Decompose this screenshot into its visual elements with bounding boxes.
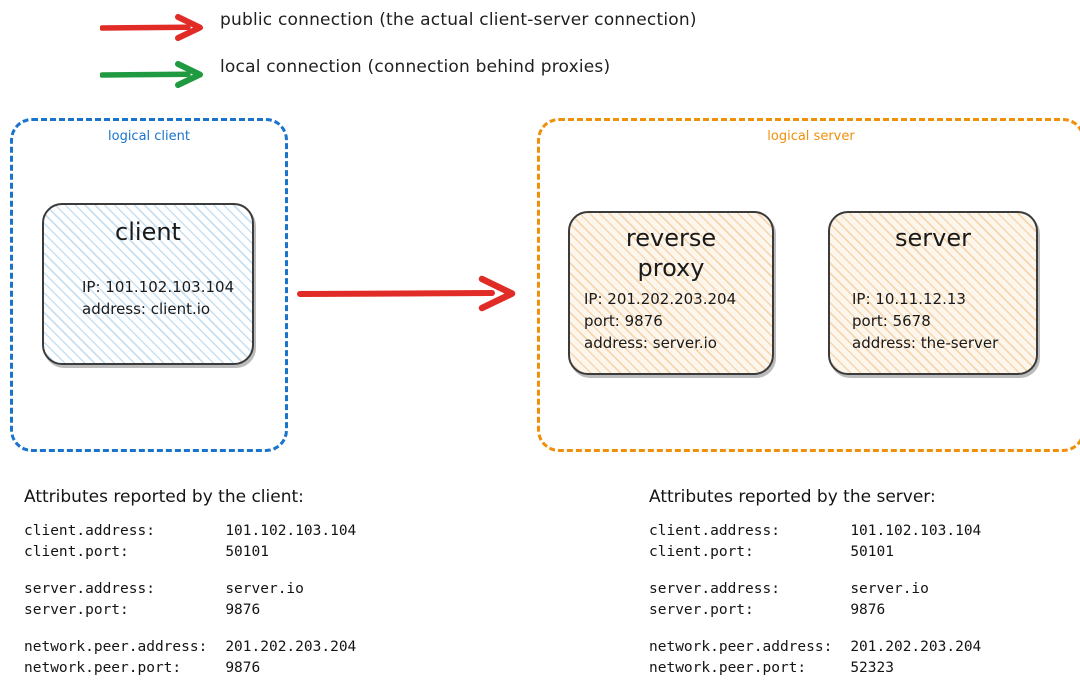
node-client-title: client (115, 218, 181, 246)
attr-value: 50101 (225, 544, 269, 561)
node-reverse-proxy-attr-address: address: server.io (584, 333, 717, 352)
attr-key: server.port: (649, 602, 754, 619)
legend-item-local: local connection (connection behind prox… (100, 57, 800, 91)
row-spacer (24, 563, 356, 579)
attr-key: server.address: (24, 581, 155, 598)
node-server-attr-port: port: 5678 (852, 311, 931, 330)
table-row: server.address: server.io (649, 579, 981, 600)
logical-server-zone: logical server (537, 118, 1080, 452)
attr-value: 101.102.103.104 (850, 523, 982, 539)
server-report-title: Attributes reported by the server: (649, 487, 936, 507)
client-report-title: Attributes reported by the client: (24, 487, 304, 507)
client-report-table: client.address: 101.102.103.104 client.p… (24, 521, 356, 679)
row-spacer (649, 621, 981, 637)
node-client-attr-address: address: client.io (82, 299, 211, 318)
attr-value: server.io (225, 581, 304, 598)
node-server-attr-address: address: the-server (852, 333, 999, 352)
client-attributes-report: Attributes reported by the client: clien… (24, 487, 356, 679)
table-row: client.port: 50101 (24, 542, 356, 563)
legend-item-public: public connection (the actual client-ser… (100, 10, 800, 44)
node-reverse-proxy-attr-port: port: 9876 (584, 311, 663, 330)
logical-client-zone: logical client (10, 118, 288, 452)
table-row: client.address: 101.102.103.104 (649, 521, 981, 542)
attr-key: client.address: (649, 523, 780, 539)
red-arrow-icon (100, 14, 203, 41)
row-spacer (649, 563, 981, 579)
attr-key: server.address: (649, 581, 780, 598)
table-row: client.port: 50101 (649, 542, 981, 563)
server-report-table: client.address: 101.102.103.104 client.p… (649, 521, 981, 679)
node-server-attr-ip: IP: 10.11.12.13 (852, 290, 966, 308)
table-row: client.address: 101.102.103.104 (24, 521, 356, 542)
attr-value: 9876 (850, 602, 886, 619)
node-reverse-proxy-attrs: IP: 201.202.203.204 port: 9876 address: … (584, 289, 736, 354)
attr-key: network.peer.port: (24, 660, 182, 677)
node-client-attr-ip: IP: 101.102.103.104 (82, 278, 235, 296)
attr-key: client.address: (24, 523, 155, 539)
node-server[interactable]: server IP: 10.11.12.13 port: 5678 addres… (828, 211, 1038, 375)
attr-key: network.peer.port: (649, 660, 807, 677)
table-row: server.port: 9876 (649, 600, 981, 621)
table-row: network.peer.address: 201.202.203.204 (24, 637, 356, 658)
node-client-attrs: IP: 101.102.103.104 address: client.io (82, 277, 234, 321)
attr-key: network.peer.address: (24, 639, 208, 656)
node-client[interactable]: client IP: 101.102.103.104 address: clie… (42, 203, 254, 365)
attr-value: server.io (850, 581, 929, 598)
legend-label-local: local connection (connection behind prox… (220, 57, 611, 77)
node-reverse-proxy[interactable]: reverse proxy IP: 201.202.203.204 port: … (568, 211, 774, 375)
attr-value: 9876 (225, 602, 261, 619)
attr-key: client.port: (24, 544, 129, 561)
public-connection-arrow (297, 275, 516, 312)
table-row: network.peer.port: 52323 (649, 658, 981, 679)
server-attributes-report: Attributes reported by the server: clien… (649, 487, 981, 679)
node-reverse-proxy-attr-ip: IP: 201.202.203.204 (584, 290, 737, 308)
logical-server-label: logical server (767, 129, 855, 144)
green-arrow-icon (100, 61, 203, 88)
logical-client-label: logical client (108, 129, 190, 144)
table-row: network.peer.port: 9876 (24, 658, 356, 679)
attr-key: network.peer.address: (649, 639, 833, 656)
attr-value: 50101 (850, 544, 894, 561)
attr-value: 201.202.203.204 (850, 639, 982, 656)
table-row: server.address: server.io (24, 579, 356, 600)
node-server-attrs: IP: 10.11.12.13 port: 5678 address: the-… (852, 289, 998, 354)
legend-label-public: public connection (the actual client-ser… (220, 10, 697, 30)
attr-value: 52323 (850, 660, 894, 677)
row-spacer (24, 621, 356, 637)
node-reverse-proxy-title: reverse proxy (625, 224, 717, 282)
attr-value: 9876 (225, 660, 261, 677)
attr-key: client.port: (649, 544, 754, 561)
node-server-title: server (895, 224, 971, 252)
attr-value: 201.202.203.204 (225, 639, 357, 656)
table-row: network.peer.address: 201.202.203.204 (649, 637, 981, 658)
attr-value: 101.102.103.104 (225, 523, 357, 539)
attr-key: server.port: (24, 602, 129, 619)
table-row: server.port: 9876 (24, 600, 356, 621)
